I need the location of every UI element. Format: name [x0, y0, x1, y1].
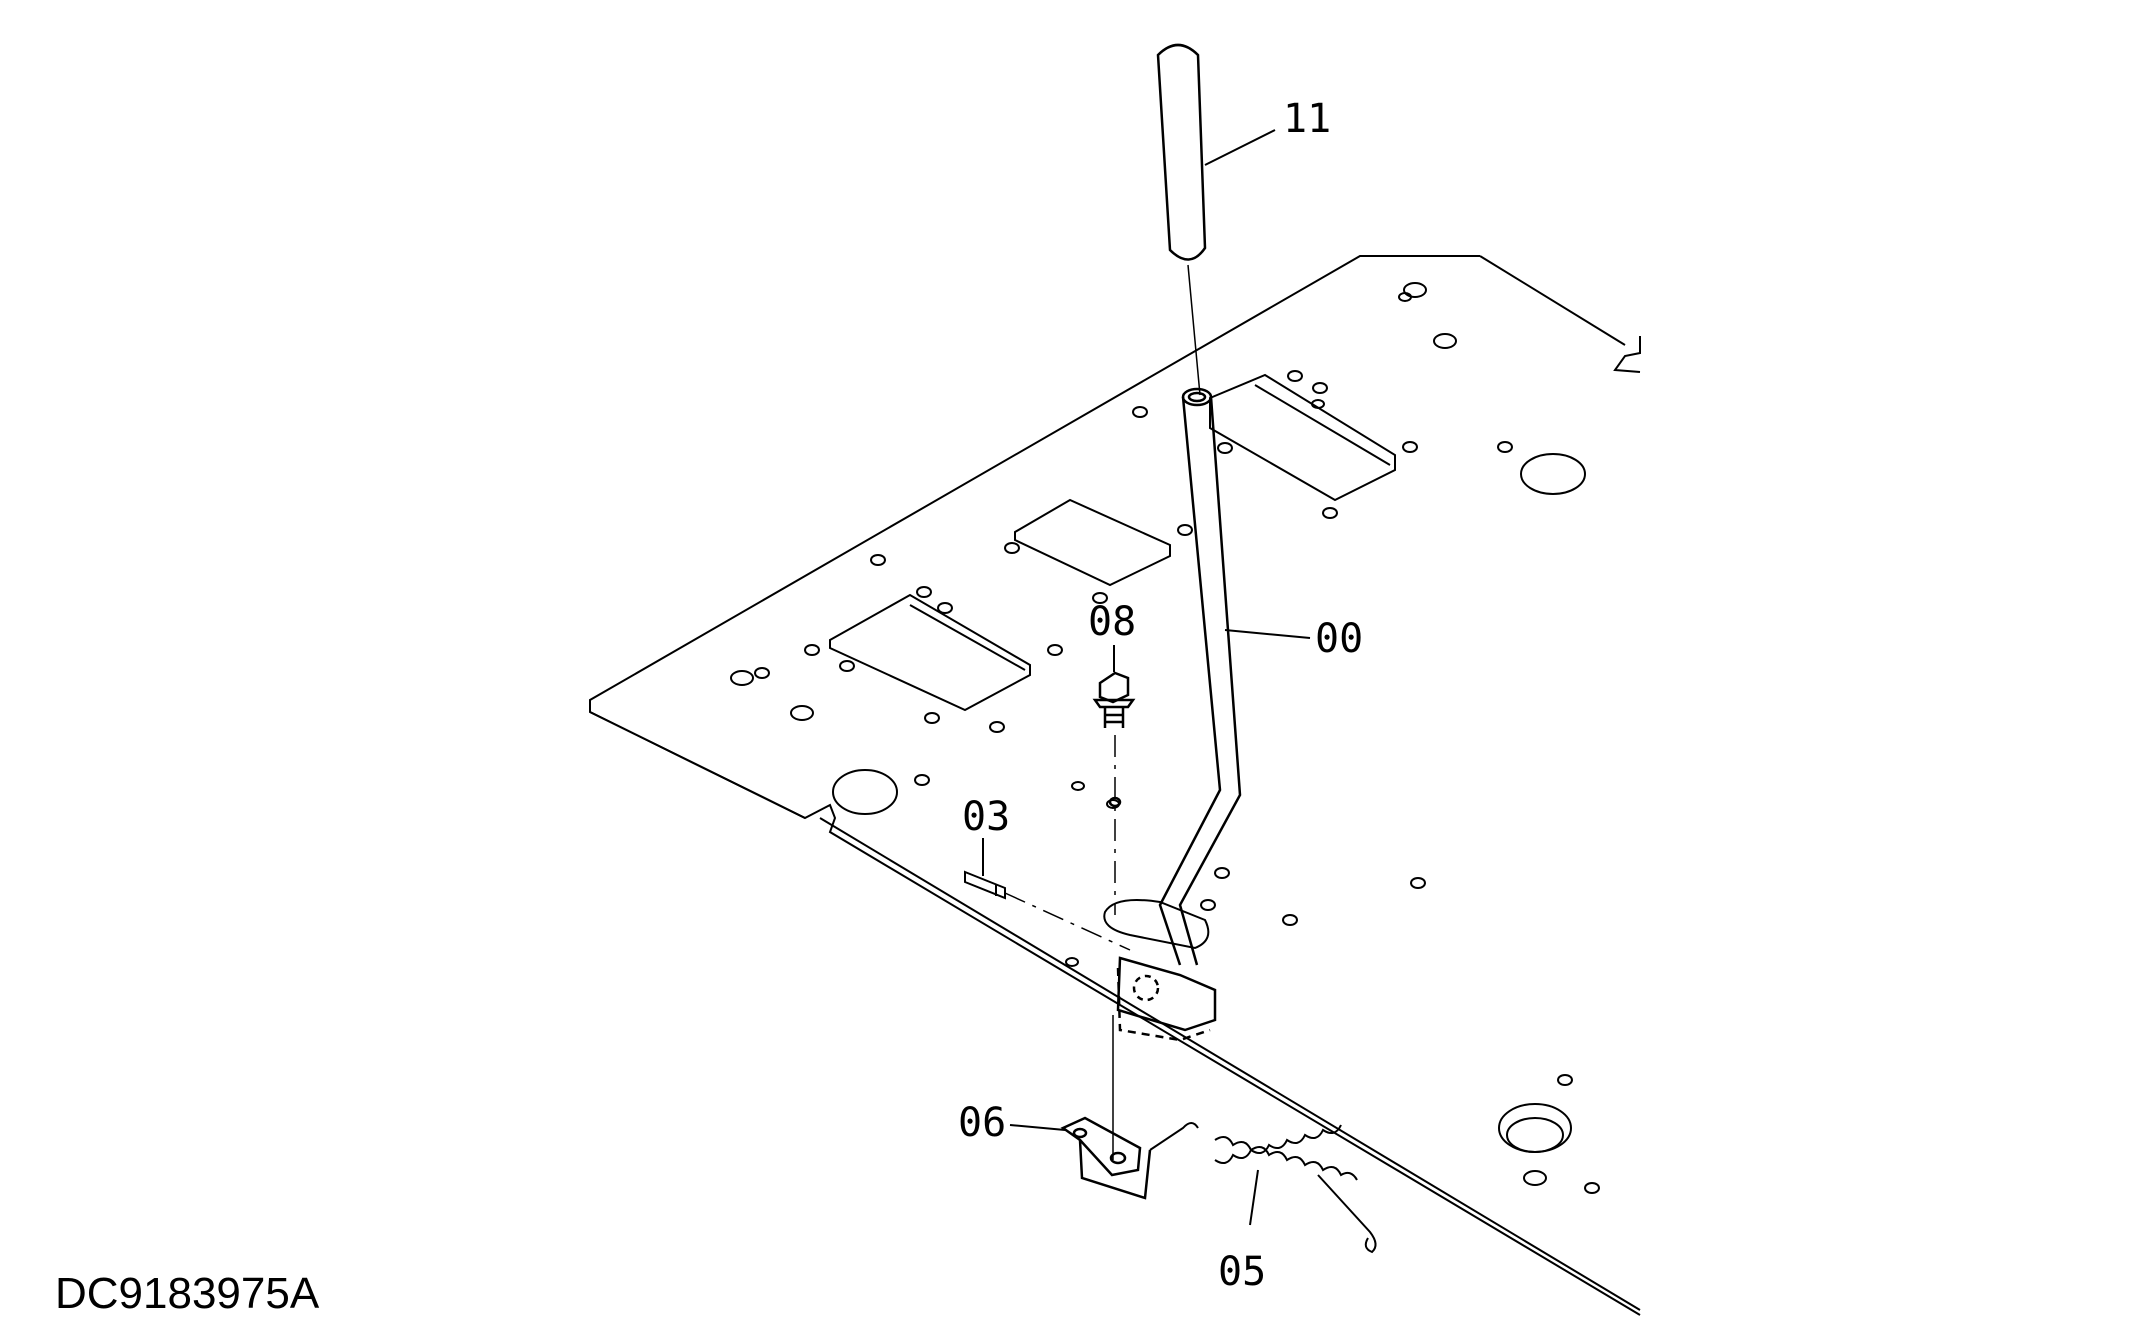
lever-block-bore: [1132, 974, 1160, 1002]
lever-rod-edge-1: [1158, 396, 1222, 966]
plate-hole-small: [1177, 524, 1193, 536]
floor-plate-thickness: [589, 711, 806, 819]
plate-hole-small: [989, 721, 1005, 733]
bolt-part: [1092, 671, 1136, 915]
plate-hole-small: [1312, 382, 1328, 394]
plate-hole-small: [1584, 1182, 1600, 1194]
grip-part: [1156, 43, 1207, 396]
plate-hole-small: [937, 602, 953, 614]
bolt-hole-mark: [1108, 796, 1122, 808]
lever-block-hidden: [1116, 967, 1211, 1042]
drawing-id: DC9183975A: [55, 1269, 320, 1318]
plate-hole-small: [1217, 442, 1233, 454]
callout-11: 11: [1283, 96, 1331, 142]
plate-hole-small: [1092, 592, 1108, 604]
plate-opening-3: [829, 593, 1031, 712]
plate-hole-small: [754, 667, 770, 679]
plate-hole-small: [1282, 914, 1298, 926]
pin-part: [964, 870, 1131, 951]
callout-03: 03: [962, 794, 1010, 840]
plate-hole-small: [914, 774, 930, 786]
plate-hole-small: [1402, 441, 1418, 453]
plate-hole-small: [790, 705, 814, 721]
plate-hole-small: [1322, 507, 1338, 519]
pin-body: [964, 870, 1006, 900]
lever-part: [1116, 387, 1242, 1042]
bracket-hole-2: [1109, 1151, 1127, 1165]
plate-hole-small: [804, 644, 820, 656]
plate-hole-small: [1287, 370, 1303, 382]
bolt-washer: [1092, 698, 1136, 709]
plate-opening-1: [1209, 373, 1396, 502]
callout-05: 05: [1218, 1249, 1266, 1295]
plate-hole-small: [1004, 542, 1020, 554]
leader-line-grip: [1204, 129, 1276, 166]
grip-centerline: [1187, 264, 1201, 396]
callout-06: 06: [958, 1100, 1006, 1146]
plate-hole-small: [1497, 441, 1513, 453]
plate-hole-small: [1311, 399, 1325, 409]
callout-00: 00: [1315, 616, 1363, 662]
plate-hole-small: [916, 586, 932, 598]
plate-hole-small: [730, 670, 754, 686]
plate-opening-2: [1014, 498, 1171, 587]
plate-hole-small: [839, 660, 855, 672]
spring-coils-top: [1214, 1135, 1358, 1181]
plate-hole-small: [1557, 1074, 1573, 1086]
bracket-hole-1: [1072, 1127, 1088, 1139]
plate-hole-small: [1065, 957, 1079, 967]
plate-hole-small: [1214, 867, 1230, 879]
plate-hole-small: [1398, 292, 1412, 302]
plate-hole-large-3-inner: [1506, 1117, 1564, 1153]
lever-block: [1116, 956, 1217, 1032]
bracket-part: [1060, 1015, 1152, 1200]
plate-hole-small: [1523, 1170, 1547, 1186]
spring-part: [1149, 1122, 1377, 1254]
plate-hole-small: [870, 554, 886, 566]
plate-opening-3-lip: [909, 604, 1026, 671]
callout-08: 08: [1088, 599, 1136, 645]
grip-shape: [1156, 43, 1207, 261]
bolt-head: [1098, 671, 1130, 704]
plate-lever-slot: [1103, 899, 1210, 950]
pin-axis: [1004, 892, 1131, 951]
leader-line-bracket: [1009, 1124, 1066, 1131]
leader-line-spring: [1249, 1169, 1259, 1226]
spring-hook-2: [1317, 1174, 1377, 1254]
spring-hook-1: [1149, 1122, 1199, 1151]
plate-hole-small: [924, 712, 940, 724]
leader-lines: [982, 129, 1311, 1226]
plate-hole-large-2: [832, 769, 898, 815]
bolt-thread: [1103, 707, 1125, 728]
lever-top-bore: [1187, 391, 1207, 403]
plate-hole-small: [1410, 877, 1426, 889]
floor-plate-notch-top: [1613, 336, 1641, 373]
plate-hole-small: [1047, 644, 1063, 656]
plate-opening-1-lip: [1254, 384, 1391, 466]
plate-hole-large-1: [1520, 453, 1586, 495]
floor-plate: [589, 255, 1641, 1316]
plate-hole-small: [1200, 899, 1216, 911]
plate-hole-small: [1071, 781, 1085, 791]
spring-coils-bottom: [1214, 1124, 1342, 1165]
leader-line-lever: [1224, 629, 1311, 639]
floor-plate-underside: [819, 817, 1641, 1311]
lever-rod-edge-2: [1178, 396, 1242, 966]
bracket-side: [1078, 1139, 1152, 1200]
floor-plate-edge-top-right: [1479, 255, 1626, 346]
plate-hole-small: [1403, 282, 1427, 298]
plate-hole-small: [1132, 406, 1148, 418]
plate-hole-small: [1433, 333, 1457, 349]
